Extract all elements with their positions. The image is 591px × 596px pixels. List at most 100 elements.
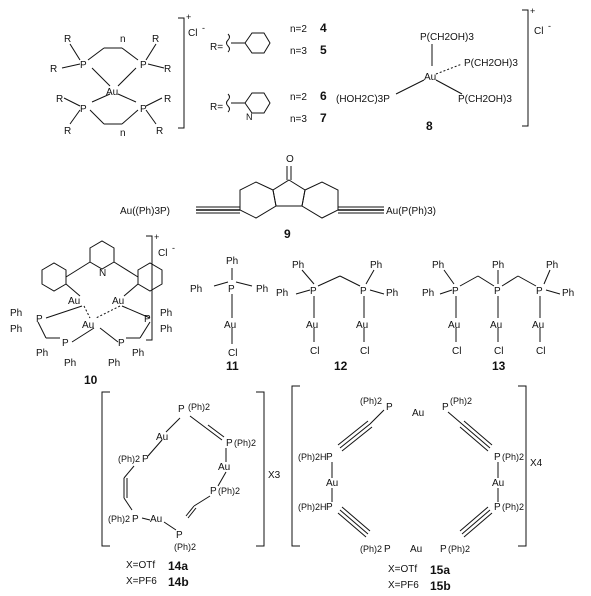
bond-line — [145, 97, 163, 107]
counterion-x4: X4 — [530, 458, 543, 469]
bond-line — [477, 275, 495, 287]
bond-line — [147, 63, 165, 69]
bond-line — [459, 275, 479, 287]
bond-line — [461, 509, 491, 535]
p-atom: P — [80, 60, 87, 71]
bond-line — [121, 305, 151, 319]
bond-line — [123, 465, 135, 479]
counterion-x3: X3 — [268, 470, 281, 481]
cl-atom: Cl — [310, 346, 319, 357]
bond-line — [189, 415, 207, 429]
bond-line — [165, 417, 181, 433]
minus-charge: - — [172, 243, 175, 253]
p-atom: P — [80, 104, 87, 115]
au-atom: Au — [490, 320, 502, 331]
wavy-bond-icon — [226, 33, 230, 53]
p-ch2oh-3: P(CH2OH)3 — [420, 32, 474, 43]
bond-line — [99, 327, 119, 343]
r-label: R — [50, 64, 57, 75]
p-ch2oh-3: P(CH2OH)3 — [458, 94, 512, 105]
structure-13: Ph Ph Ph Ph P P P Ph Au Au Au Cl Cl Cl 1… — [422, 260, 574, 373]
ph2-label: (Ph)2 — [450, 396, 472, 406]
r-label: R — [56, 94, 63, 105]
pyridyl-ring-icon — [244, 92, 271, 114]
au-atom: Au — [532, 320, 544, 331]
bond-line — [145, 109, 157, 125]
bond-line — [69, 43, 81, 61]
bond-line — [217, 471, 227, 487]
bond-line — [341, 506, 371, 532]
bond-line — [89, 109, 105, 125]
bond-line — [147, 439, 163, 457]
n-label: n — [120, 34, 126, 45]
bond-line — [518, 385, 527, 547]
ph-label: Ph — [422, 288, 434, 299]
ph-label: Ph — [160, 324, 172, 335]
p-atom: P — [310, 286, 317, 297]
au-atom: Au — [492, 478, 504, 489]
bond-line — [163, 521, 177, 531]
bond-line — [522, 9, 529, 127]
compound-number-15a: 15a — [430, 563, 450, 577]
au-atom: Au — [112, 296, 124, 307]
p-atom: P — [326, 502, 333, 513]
ph-label: Ph — [108, 358, 120, 369]
bond-line — [337, 420, 369, 446]
bond-line — [137, 262, 163, 292]
bond-line — [239, 181, 277, 219]
bond-line — [121, 109, 139, 125]
bond-line — [207, 424, 225, 438]
chloride-counterion: Cl — [158, 248, 167, 259]
cl-atom: Cl — [494, 346, 503, 357]
bond-line — [337, 512, 367, 538]
p-atom: P — [228, 284, 235, 295]
x-otf-label: X=OTf — [388, 564, 417, 575]
p-atom: P — [62, 338, 69, 349]
n-label: n — [120, 128, 126, 139]
r-label: R — [164, 64, 171, 75]
bond-line — [235, 281, 253, 287]
compound-number-4: 4 — [320, 21, 327, 35]
au-atom: Au — [106, 87, 118, 98]
n-equals-3: n=3 — [290, 114, 307, 125]
r-substituents: R= n=2 4 n=3 5 R= N n=2 6 n=3 7 — [210, 21, 327, 125]
au-atom: Au — [218, 462, 230, 473]
cl-atom: Cl — [228, 348, 237, 359]
p-atom: P — [452, 286, 459, 297]
au-atom: Au — [68, 296, 80, 307]
ph-label: Ph — [132, 348, 144, 359]
bond-line — [121, 47, 139, 61]
bond-line — [459, 506, 489, 532]
bond-line — [463, 512, 493, 538]
structure-12: Ph Ph Ph P P Ph Au Au Cl Cl 12 — [276, 260, 398, 373]
bond-line — [443, 269, 455, 285]
bond-line — [341, 426, 373, 452]
bond-line — [301, 181, 339, 219]
compound-number-7: 7 — [320, 111, 327, 125]
cl-atom: Cl — [452, 346, 461, 357]
bond-line — [61, 63, 81, 69]
compound-number-12: 12 — [334, 359, 348, 373]
hoh2c-3p: (HOH2C)3P — [336, 94, 390, 105]
x-pf6-label: X=PF6 — [388, 580, 419, 591]
p-atom: P — [494, 452, 501, 463]
au-atom: Au — [448, 320, 460, 331]
bond-line — [291, 385, 300, 547]
ph2-label: (Ph)2 — [360, 396, 382, 406]
ph-label: Ph — [386, 288, 398, 299]
p-atom: P — [536, 286, 543, 297]
p-atom: P — [178, 404, 185, 415]
bond-line — [301, 269, 315, 285]
bond-line — [83, 305, 91, 319]
compound-number-15b: 15b — [430, 579, 451, 593]
n-atom: N — [246, 112, 253, 122]
bond-line — [395, 79, 425, 95]
au-atom: Au — [156, 432, 168, 443]
bond-line — [459, 426, 489, 452]
bond-line — [178, 17, 185, 129]
bond-line — [87, 47, 105, 61]
bond-line — [463, 420, 493, 446]
p-atom: P — [384, 544, 391, 555]
au-atom: Au — [412, 408, 424, 419]
p-atom: P — [176, 530, 183, 541]
